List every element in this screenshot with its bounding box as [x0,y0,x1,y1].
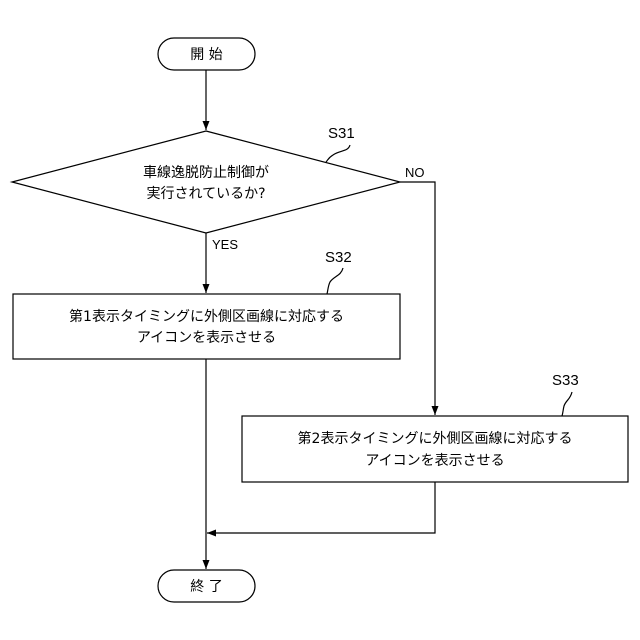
step-label-s31: S31 [328,125,355,142]
decision-text-line1: 車線逸脱防止制御が [143,164,269,181]
start-label: 開 始 [190,47,222,63]
leader-s32 [327,268,343,294]
process-s33-line2: アイコンを表示させる [365,453,504,469]
leader-s33 [562,392,572,416]
branch-yes-label: YES [212,237,238,252]
process-s32-line1: 第1表示タイミングに外側区画線に対応する [69,308,344,325]
step-label-s33: S33 [552,372,579,389]
connector-no-branch [400,182,435,415]
branch-no-label: NO [405,165,425,180]
process-s32-line2: アイコンを表示させる [137,330,276,346]
end-label: 終 了 [190,579,222,595]
decision-text-line2: 実行されているか? [146,186,265,202]
step-label-s32: S32 [325,249,352,266]
process-box-s33 [242,416,628,482]
process-s33-line1: 第2表示タイミングに外側区画線に対応する [298,430,573,447]
connector-s33-merge [207,482,435,533]
process-box-s32 [13,294,400,359]
decision-diamond [12,131,400,233]
leader-s31 [326,145,350,162]
